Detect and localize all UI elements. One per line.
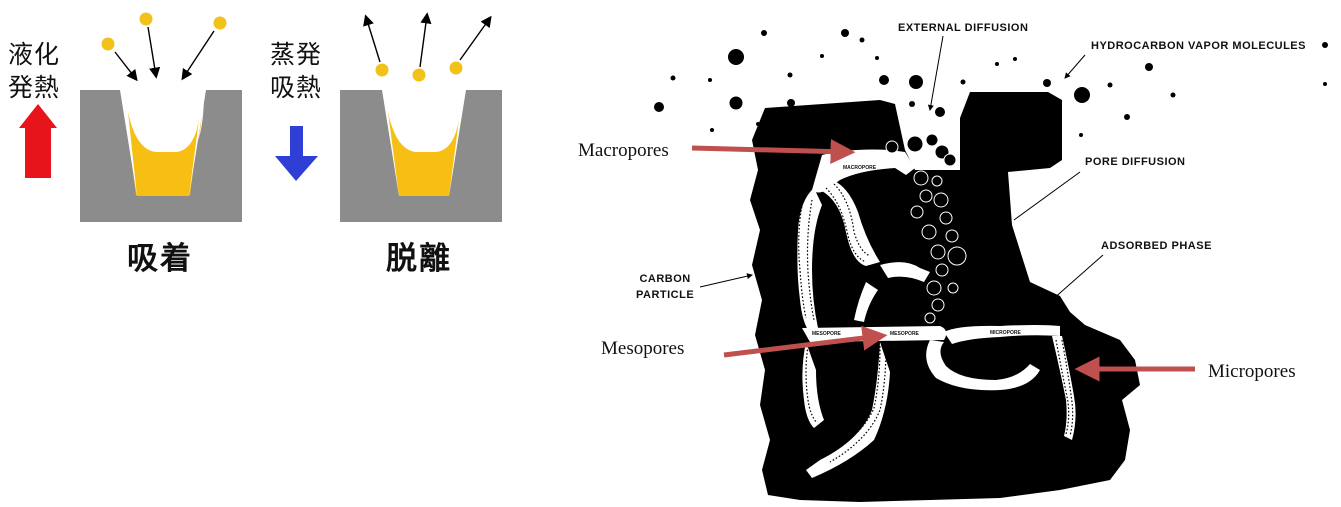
mesopore-inner-label-2: MESOPORE [890, 331, 919, 337]
molecule-arrow [363, 14, 381, 63]
molecule-dot [139, 12, 153, 26]
diffusing-molecules [885, 133, 967, 324]
heat-absorption-text: 吸熱 [270, 73, 323, 102]
evaporation-text: 蒸発 [270, 40, 323, 69]
pore-diffusion-leader [1013, 171, 1081, 221]
molecule-arrow [114, 51, 138, 82]
adsorbed-phase-leader [1051, 254, 1104, 301]
carbon-particle-label: CARBON PARTICLE [636, 273, 694, 301]
molecule-dot [213, 16, 227, 30]
vapor-molecules [654, 29, 1328, 137]
micropore-dots [798, 183, 1074, 463]
macropores-label: Macropores [578, 140, 669, 161]
carbon-particle-line1: CARBON [639, 273, 691, 285]
mesopores-label: Mesopores [601, 338, 685, 359]
micropore-inner-label: MICROPORE [990, 330, 1021, 336]
hydrocarbon-label: HYDROCARBON VAPOR MOLECULES [1091, 40, 1306, 52]
heat-absorb-arrow [275, 126, 318, 181]
molecule-dot [375, 63, 389, 77]
carbon-particle-line2: PARTICLE [636, 289, 695, 301]
adsorbed-phase-label: ADSORBED PHASE [1101, 240, 1212, 252]
molecule-dot [449, 61, 463, 75]
heat-release-arrow [19, 104, 57, 178]
desorption-liquid [388, 112, 460, 196]
desorption-side-label: 蒸発 吸熱 [270, 38, 322, 104]
molecule-arrow [147, 26, 161, 79]
desorption-pore-block [340, 90, 502, 222]
mesopore-inner-label: MESOPORE [812, 331, 841, 337]
external-diffusion-leader [927, 35, 944, 111]
micropores-label: Micropores [1208, 361, 1296, 382]
molecule-arrow [181, 30, 215, 81]
mesopores-pointer-arrow [723, 325, 888, 358]
liquefaction-text: 液化 [8, 40, 61, 69]
pore-diffusion-arrow [961, 259, 976, 271]
molecule-dot [412, 68, 426, 82]
adsorption-side-label: 液化 発熱 [8, 38, 60, 104]
adsorption-caption: 吸着 [127, 241, 193, 277]
macropore-inner-label: MACROPORE [843, 165, 877, 171]
desorption-caption: 脱離 [386, 241, 452, 277]
adsorption-liquid [128, 112, 200, 196]
macropores-pointer-arrow [691, 139, 856, 165]
molecule-arrow [459, 15, 492, 61]
external-diffusion-label: EXTERNAL DIFFUSION [898, 22, 1029, 34]
pore-diffusion-label: PORE DIFFUSION [1085, 156, 1186, 168]
molecule-arrow [419, 12, 432, 68]
carbon-particle-leader [699, 273, 753, 288]
hydrocarbon-leader [1064, 54, 1086, 79]
pore-network [797, 149, 1076, 478]
molecule-dot [101, 37, 115, 51]
heat-release-text: 発熱 [8, 73, 61, 102]
